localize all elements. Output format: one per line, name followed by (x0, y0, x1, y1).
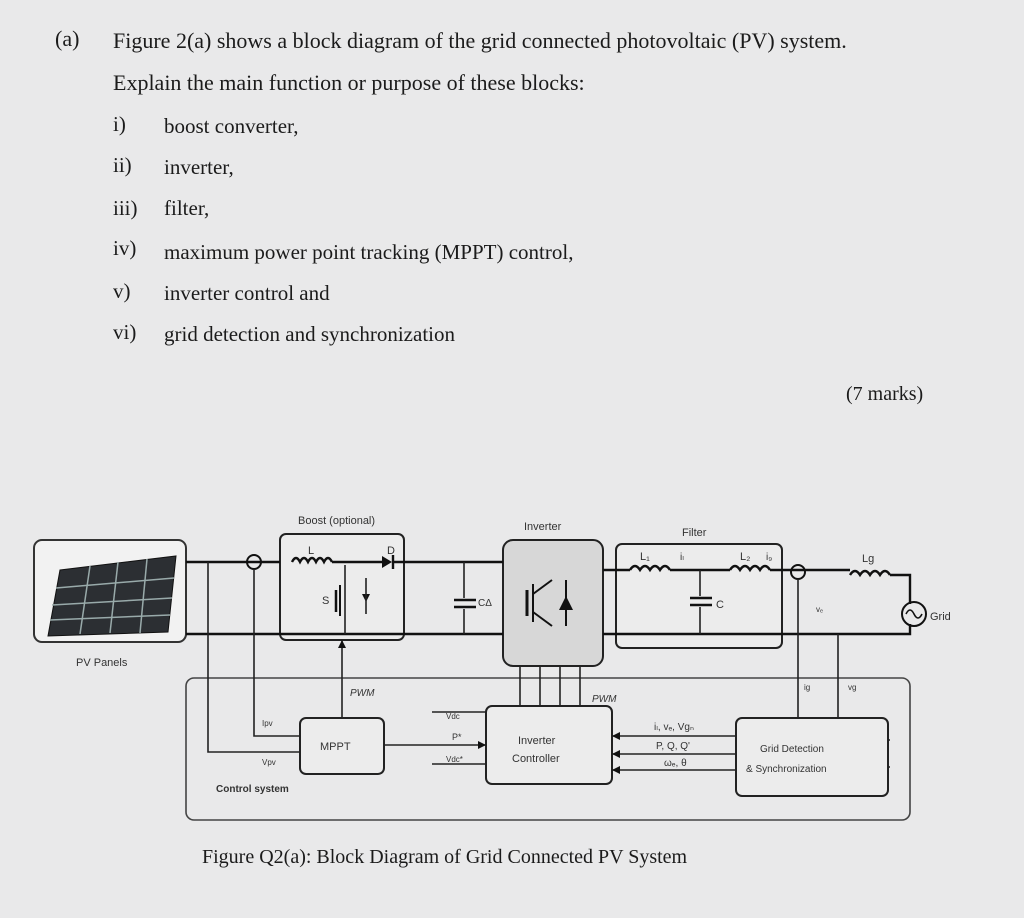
list-item-text: inverter, (164, 155, 234, 179)
inductor-l-label: L (308, 545, 314, 557)
diode-d-label: D (387, 545, 395, 557)
mppt-label: MPPT (320, 741, 351, 753)
ipv-label: Ipv (262, 719, 273, 728)
inverter-controller-label-2: Controller (512, 753, 560, 765)
question-part-label: (a) (55, 26, 80, 51)
vpv-label: Vpv (262, 758, 276, 767)
pstar-label: P* (452, 732, 462, 742)
grid-detection-block (735, 717, 889, 797)
vc-label: vₑ (816, 605, 823, 614)
filter-cap-label: C (716, 599, 724, 611)
pwm-label-boost: PWM (350, 688, 375, 699)
pv-panel-icon (33, 539, 187, 643)
ig-sensor-label: ig (804, 683, 810, 692)
vg-label: vg (848, 683, 856, 692)
il-label: iₗ (680, 552, 684, 563)
vdc-label: Vdc (446, 712, 460, 721)
grid-label: Grid (930, 611, 951, 623)
inverter-block (502, 539, 604, 667)
vdcstar-label: Vdc* (446, 755, 463, 764)
control-system-label: Control system (216, 784, 289, 795)
grid-detection-label-2: & Synchronization (746, 764, 827, 775)
list-item-text: inverter control and (164, 281, 330, 305)
control-system-frame (185, 677, 911, 821)
ac-source-icon (901, 601, 927, 627)
list-item-text: maximum power point tracking (MPPT) cont… (164, 240, 574, 264)
list-item-number: i) (113, 112, 126, 136)
switch-s-label: S (322, 595, 329, 607)
inverter-label: Inverter (524, 521, 562, 533)
list-item-text: grid detection and synchronization (164, 322, 455, 346)
pwm-label-inverter: PWM (592, 694, 617, 705)
list-item-number: ii) (113, 153, 132, 177)
pv-panels-label: PV Panels (76, 657, 128, 669)
ig-label: i₉ (766, 552, 772, 563)
list-item-number: v) (113, 279, 131, 303)
inverter-controller-label-1: Inverter (518, 735, 556, 747)
dc-cap-label: CΔ (478, 598, 492, 609)
filter-label: Filter (682, 527, 707, 539)
list-item-number: iv) (113, 236, 137, 260)
l1-label: L₁ (640, 551, 650, 563)
figure-caption: Figure Q2(a): Block Diagram of Grid Conn… (202, 846, 688, 868)
lg-label: Lg (862, 553, 874, 565)
l2-label: L₂ (740, 551, 750, 563)
pq-label: P, Q, Q' (656, 741, 690, 752)
list-item-text: filter, (164, 196, 210, 220)
list-item-number: iii) (113, 196, 138, 220)
question-line-1: Figure 2(a) shows a block diagram of the… (113, 28, 847, 53)
boost-label: Boost (optional) (298, 515, 375, 527)
ivv-label: iₗ, vₑ, Vgₙ (654, 722, 694, 733)
list-item-text: boost converter, (164, 114, 299, 138)
list-item-number: vi) (113, 320, 137, 344)
question-line-2: Explain the main function or purpose of … (113, 70, 585, 95)
boost-converter-block (279, 533, 405, 641)
marks-label: (7 marks) (846, 383, 924, 405)
omega-label: ωₑ, θ (664, 758, 687, 769)
grid-detection-label-1: Grid Detection (760, 744, 824, 755)
